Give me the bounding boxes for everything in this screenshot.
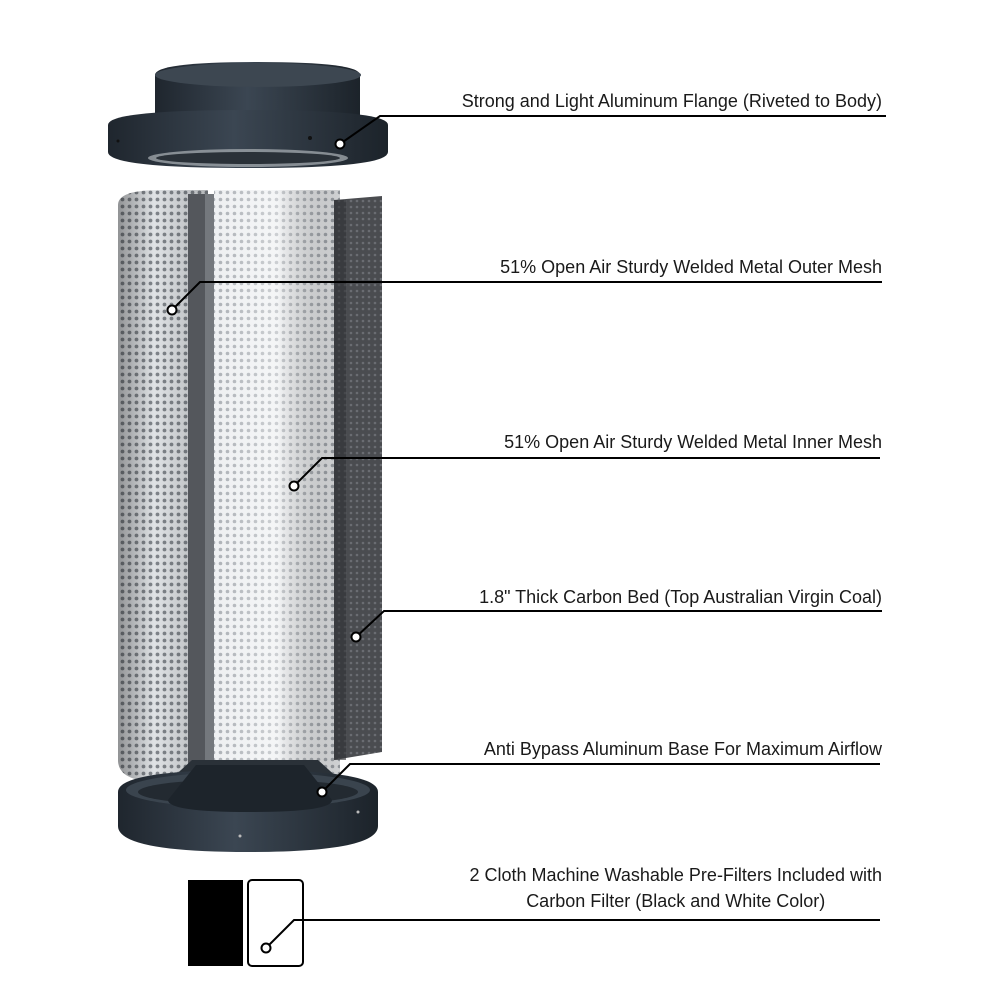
leader-flange [339, 115, 886, 145]
carbon-bed [334, 196, 382, 760]
black-prefilter [188, 880, 243, 966]
base [118, 760, 378, 852]
leader-inner [293, 457, 880, 487]
callout-inner-mesh-label: 51% Open Air Sturdy Welded Metal Inner M… [504, 432, 882, 452]
callout-carbon-bed-label: 1.8" Thick Carbon Bed (Top Australian Vi… [479, 587, 882, 607]
callout-outer-mesh-label: 51% Open Air Sturdy Welded Metal Outer M… [500, 257, 882, 277]
dot-flange [334, 138, 346, 150]
callout-leaders [171, 115, 886, 949]
leader-outer [171, 281, 882, 311]
callout-dots [166, 138, 362, 954]
white-prefilter [247, 879, 304, 967]
callout-prefilter-label: 2 Cloth Machine Washable Pre-Filters Inc… [469, 862, 882, 914]
pre-filters [188, 879, 304, 967]
callout-base-label: Anti Bypass Aluminum Base For Maximum Ai… [483, 739, 882, 759]
dot-carbon [350, 631, 362, 643]
dot-outer [166, 304, 178, 316]
top-flange [108, 62, 388, 168]
callout-flange-label: Strong and Light Aluminum Flange (Rivete… [461, 91, 882, 111]
leader-base [321, 763, 880, 793]
leader-carbon [355, 610, 882, 638]
outer-mesh [118, 190, 215, 782]
callout-prefilter-line1: 2 Cloth Machine Washable Pre-Filters Inc… [469, 865, 882, 885]
dot-inner [288, 480, 300, 492]
leader-prefilter [265, 919, 880, 949]
dot-prefilter [260, 942, 272, 954]
dot-base [316, 786, 328, 798]
inner-mesh [214, 190, 340, 778]
callout-prefilter-line2: Carbon Filter (Black and White Color) [526, 891, 826, 911]
